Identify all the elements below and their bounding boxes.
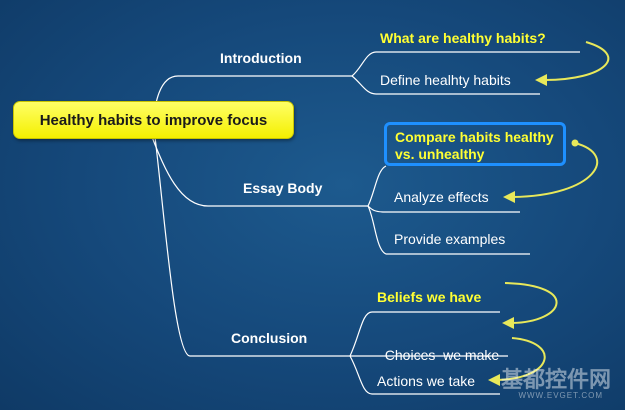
watermark-subtext: WWW.EVGET.COM [518, 391, 603, 400]
arrowhead-conclusion-1 [502, 317, 514, 329]
arrowhead-essay [503, 191, 515, 203]
subtopic-label: Compare habits healthy vs. unhealthy [395, 129, 554, 162]
subtopic-label: Provide examples [394, 231, 506, 247]
connector-conclusion [154, 136, 350, 357]
connector-essay-child-1 [367, 165, 387, 207]
central-topic[interactable]: Healthy habits to improve focus [13, 101, 294, 139]
subtopic-analyze-effects[interactable]: Analyze effects [394, 189, 489, 205]
subtopic-label: Beliefs we have [377, 289, 482, 305]
connector-conclusion-child-3 [349, 355, 500, 395]
relation-arrow-essay [512, 142, 599, 198]
arrow-start-dot [571, 139, 579, 147]
connector-conclusion-child-1 [349, 311, 500, 357]
subtopic-compare-habits[interactable]: Compare habits healthy vs. unhealthy [384, 122, 566, 166]
topic-essay-body-label: Essay Body [243, 180, 323, 196]
subtopic-label: Analyze effects [394, 189, 489, 205]
subtopic-provide-examples[interactable]: Provide examples [394, 231, 505, 247]
topic-introduction-label: Introduction [220, 50, 302, 66]
subtopic-label: Actions we take [377, 373, 476, 389]
arrowhead-conclusion-2 [488, 374, 500, 386]
central-topic-label: Healthy habits to improve focus [39, 111, 268, 129]
subtopic-label: What are healthy habits? [380, 30, 546, 46]
subtopic-choices-we-make[interactable]: Choices we make [377, 331, 499, 363]
connector-intro-child-2 [351, 75, 540, 95]
watermark-text: 基都控件网 [500, 368, 611, 393]
subtopic-what-are-healthy-habits[interactable]: What are healthy habits? [380, 30, 546, 46]
topic-introduction[interactable]: Introduction [220, 50, 302, 66]
relation-arrow-conclusion-2 [497, 337, 546, 381]
subtopic-actions-we-take[interactable]: Actions we take [377, 373, 475, 389]
connector-essay-child-2 [367, 205, 520, 213]
subtopic-beliefs-we-have[interactable]: Beliefs we have [377, 289, 481, 305]
subtopic-label: Define healhty habits [380, 72, 511, 88]
topic-conclusion-label: Conclusion [231, 330, 308, 346]
topic-essay-body[interactable]: Essay Body [243, 180, 322, 196]
subtopic-label: Choices we make [384, 347, 500, 363]
relation-arrow-intro [544, 41, 610, 81]
relation-arrow-conclusion-1 [504, 282, 558, 324]
subtopic-define-healthy-habits[interactable]: Define healhty habits [380, 72, 511, 88]
arrowhead-intro [535, 74, 547, 86]
connector-essay-child-3 [367, 205, 530, 255]
topic-conclusion[interactable]: Conclusion [231, 330, 307, 346]
